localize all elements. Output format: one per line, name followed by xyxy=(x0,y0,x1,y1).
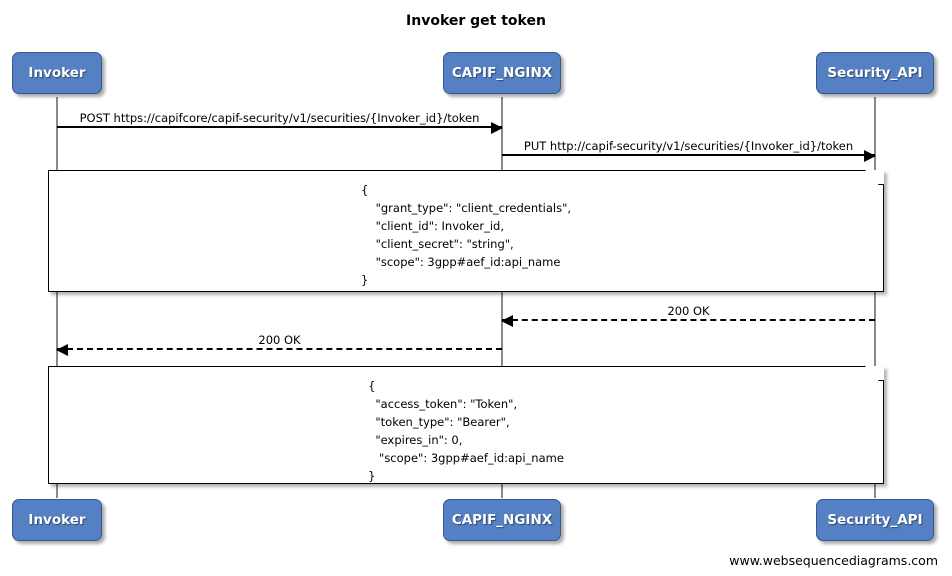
message-put-token-line xyxy=(502,154,875,156)
message-200-ok-security-to-nginx-label: 200 OK xyxy=(667,304,710,318)
note-request-body: { "grant_type": "client_credentials", "c… xyxy=(48,170,884,292)
participant-capif-nginx-top-label: CAPIF_NGINX xyxy=(451,65,553,81)
note-line: "scope": 3gpp#aef_id:api_name xyxy=(360,255,561,269)
note-line: "token_type": "Bearer", xyxy=(368,415,510,429)
arrow-left-icon xyxy=(501,315,513,327)
message-post-token-line xyxy=(57,126,502,128)
message-200-ok-nginx-to-invoker[interactable]: 200 OK xyxy=(56,327,502,356)
participant-capif-nginx-top[interactable]: CAPIF_NGINX xyxy=(443,52,561,94)
note-line: } xyxy=(360,273,369,287)
note-line: "scope": 3gpp#aef_id:api_name xyxy=(368,451,564,465)
message-200-ok-security-to-nginx[interactable]: 200 OK xyxy=(501,298,875,327)
page-title: Invoker get token xyxy=(406,13,546,29)
lifeline-security-api xyxy=(874,97,876,498)
message-200-ok-nginx-to-invoker-label: 200 OK xyxy=(258,333,301,347)
participant-security-api-bottom-label: Security_API xyxy=(827,512,923,528)
message-put-token[interactable]: PUT http://capif-security/v1/securities/… xyxy=(502,133,876,162)
note-line: "client_secret": "string", xyxy=(360,237,514,251)
message-put-token-label: PUT http://capif-security/v1/securities/… xyxy=(523,139,854,153)
arrow-left-icon xyxy=(56,344,68,356)
participant-capif-nginx-bottom-label: CAPIF_NGINX xyxy=(451,512,553,528)
participant-invoker-top[interactable]: Invoker xyxy=(12,52,102,94)
footer-watermark: www.websequencediagrams.com xyxy=(729,553,938,568)
note-line: { xyxy=(368,379,376,393)
participant-invoker-bottom-label: Invoker xyxy=(28,512,86,528)
note-line: } xyxy=(368,469,376,483)
note-line: "grant_type": "client_credentials", xyxy=(360,201,572,215)
note-request-body-text: { "grant_type": "client_credentials", "c… xyxy=(49,171,883,289)
participant-invoker-bottom[interactable]: Invoker xyxy=(12,499,102,541)
lifeline-invoker xyxy=(56,97,58,498)
note-line: { xyxy=(360,183,369,197)
arrow-right-icon xyxy=(491,122,503,134)
note-fold-corner-icon xyxy=(869,366,884,381)
participant-security-api-top-label: Security_API xyxy=(827,65,923,81)
participant-invoker-top-label: Invoker xyxy=(28,65,86,81)
participant-security-api-top[interactable]: Security_API xyxy=(816,52,934,94)
participant-security-api-bottom[interactable]: Security_API xyxy=(816,499,934,541)
message-post-token-label: POST https://capifcore/capif-security/v1… xyxy=(79,111,480,125)
message-post-token[interactable]: POST https://capifcore/capif-security/v1… xyxy=(57,105,503,134)
note-fold-corner-icon xyxy=(869,170,884,185)
note-response-body: { "access_token": "Token", "token_type":… xyxy=(48,366,884,484)
participant-capif-nginx-bottom[interactable]: CAPIF_NGINX xyxy=(443,499,561,541)
message-200-ok-nginx-to-invoker-line xyxy=(57,348,502,350)
message-200-ok-security-to-nginx-line xyxy=(502,319,875,321)
lifeline-capif-nginx xyxy=(501,97,503,498)
note-line: "expires_in": 0, xyxy=(368,433,463,447)
note-line: "client_id": Invoker_id, xyxy=(360,219,504,233)
note-line: "access_token": "Token", xyxy=(368,397,518,411)
note-response-body-text: { "access_token": "Token", "token_type":… xyxy=(49,367,883,485)
arrow-right-icon xyxy=(864,150,876,162)
